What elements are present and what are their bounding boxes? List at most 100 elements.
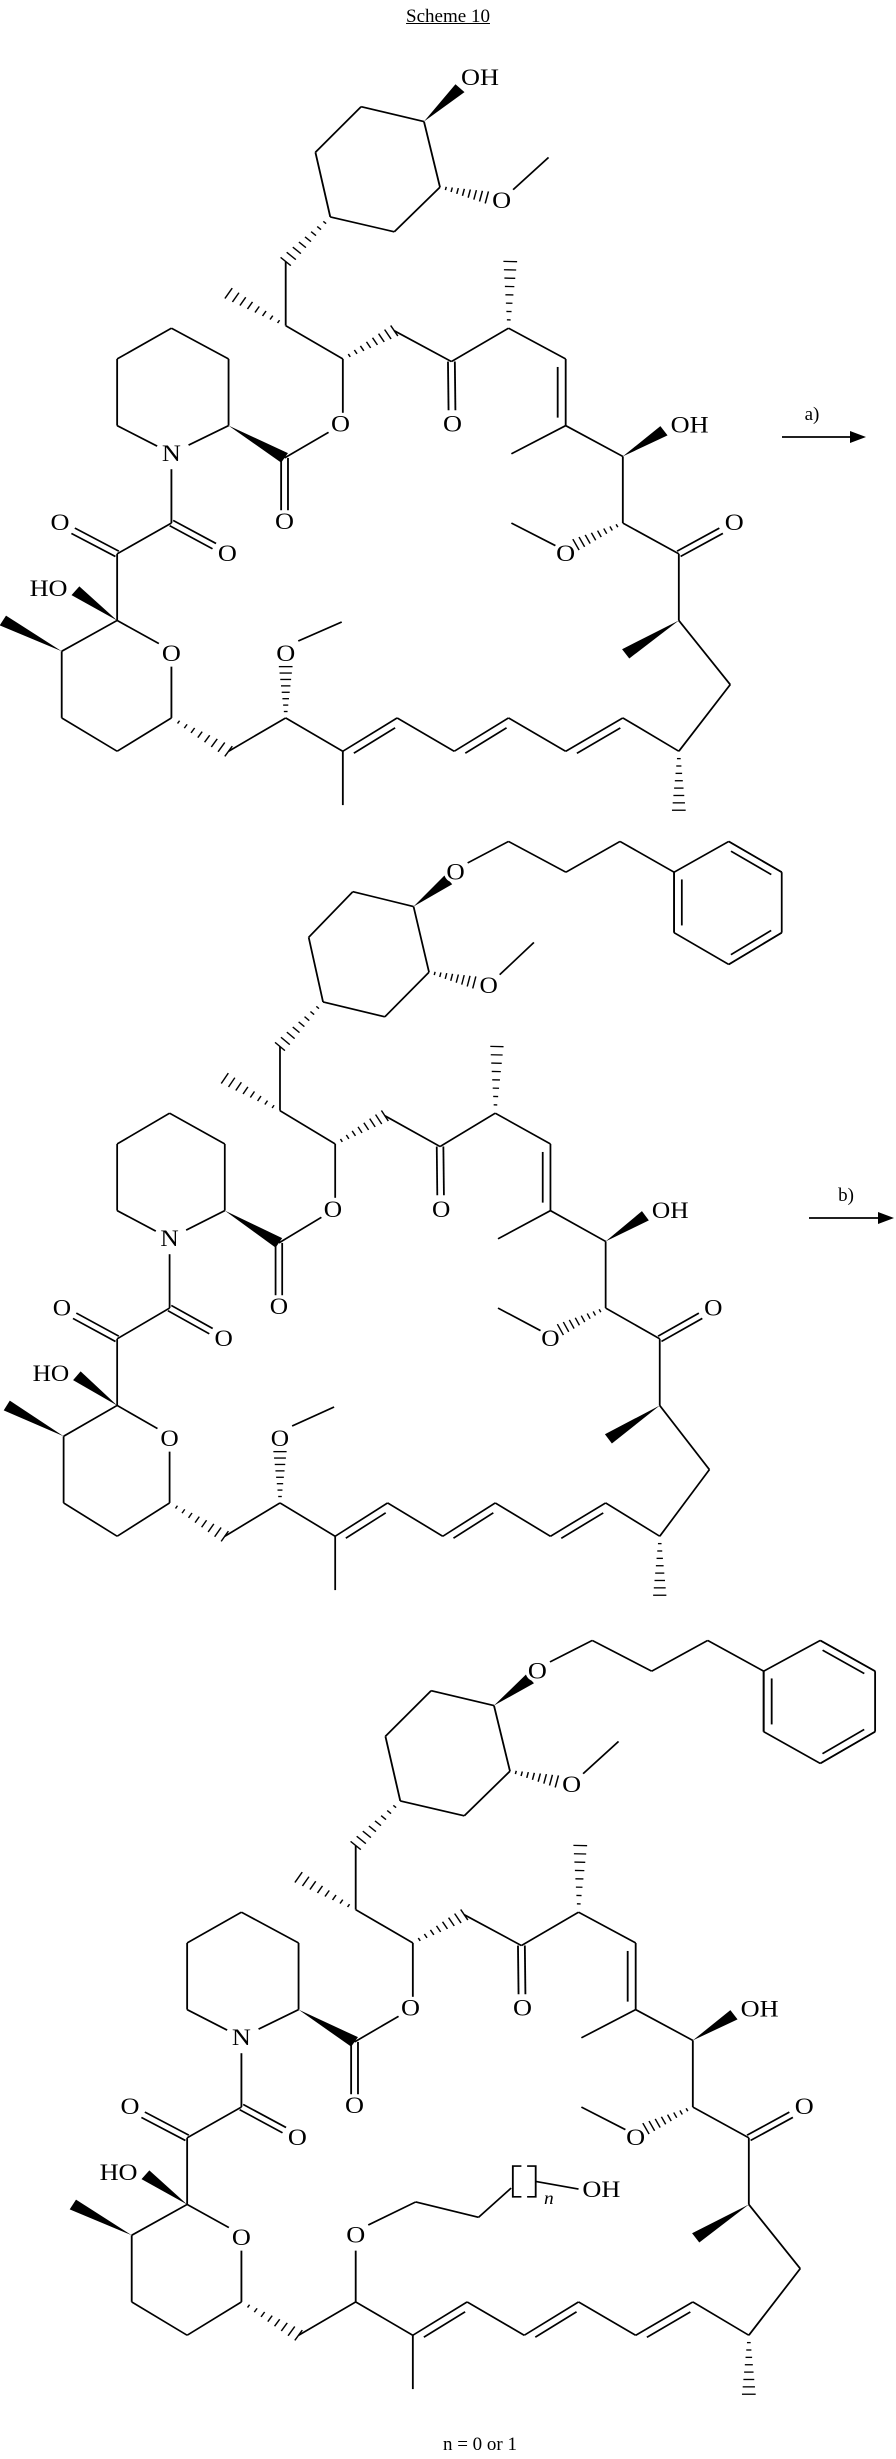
bond [117, 620, 159, 643]
bond [550, 1640, 592, 1662]
hash-stroke [468, 189, 470, 197]
atom-label: OH [671, 413, 709, 439]
bond [674, 841, 729, 872]
atom-label: OH [582, 2177, 620, 2203]
bond [171, 328, 228, 359]
bond [606, 1308, 660, 1339]
hash-stroke [189, 1513, 192, 1518]
bond [606, 1503, 660, 1536]
hash-stroke [288, 2326, 295, 2335]
hash-stroke [232, 293, 239, 302]
bond [187, 2302, 241, 2335]
atom-label: N [232, 2025, 251, 2051]
bond [623, 523, 679, 554]
bond [62, 620, 117, 651]
bond [550, 1503, 605, 1536]
hash-stroke [240, 297, 246, 305]
atom-label: O [443, 412, 462, 438]
bond [431, 1691, 494, 1706]
hashed-bond [178, 721, 233, 757]
wedge-bond [299, 2010, 358, 2047]
bond [385, 1691, 431, 1737]
hash-stroke [451, 974, 453, 981]
hash-stroke [317, 227, 321, 230]
hash-stroke [370, 1119, 375, 1127]
hash-stroke [668, 2115, 672, 2121]
hash-stroke [184, 724, 187, 728]
atom-label: N [160, 1226, 179, 1252]
atom-label: O [331, 412, 350, 438]
hash-stroke [305, 237, 311, 242]
bond [385, 1736, 400, 1801]
hash-stroke [198, 732, 202, 738]
bond [764, 1640, 821, 1671]
hashed-bond [434, 972, 476, 989]
atom-label: O [492, 188, 511, 214]
hash-stroke [178, 721, 180, 724]
hash-stroke [302, 1877, 309, 1886]
bond [708, 1640, 764, 1671]
bond [674, 933, 729, 965]
hash-stroke [225, 746, 232, 756]
hash-stroke [434, 972, 435, 975]
hash-stroke [268, 2316, 272, 2322]
wedge-bond [623, 426, 668, 456]
hashed-bond [176, 1506, 229, 1542]
hash-stroke [449, 1918, 455, 1926]
bond [451, 328, 508, 361]
repeat-bracket-left [513, 2166, 522, 2197]
hashed-bond [490, 1046, 503, 1105]
step-label-a: a) [805, 404, 820, 425]
atom-label: O [725, 510, 744, 536]
bond [117, 1405, 157, 1428]
bond [749, 2204, 800, 2268]
atom-label: O [218, 541, 237, 567]
wedge-bond [622, 620, 679, 658]
bond [693, 2302, 749, 2335]
bond [343, 718, 397, 751]
bond [525, 1945, 526, 1994]
hash-stroke [532, 1773, 534, 1780]
hashed-bond [515, 1771, 558, 1788]
hash-stroke [218, 742, 225, 751]
atom-label: O [432, 1197, 450, 1223]
hash-stroke [323, 221, 326, 223]
hash-stroke [195, 1517, 199, 1523]
hashed-bond [275, 1006, 319, 1050]
hash-stroke [243, 1087, 248, 1094]
bond [464, 1771, 510, 1816]
bond [132, 2204, 187, 2235]
bond [455, 361, 456, 410]
atom-label: OH [741, 1997, 779, 2023]
bond [498, 1308, 541, 1331]
hash-stroke [418, 1938, 420, 1941]
bond [187, 2204, 229, 2227]
hash-stroke [485, 191, 488, 203]
hash-stroke [430, 1930, 433, 1935]
hash-stroke [258, 1096, 261, 1101]
hashed-bond [248, 2305, 303, 2341]
hash-stroke [221, 1073, 228, 1083]
wedge-bond [605, 1405, 660, 1443]
hash-stroke [555, 1775, 558, 1787]
hash-stroke [393, 1805, 396, 1807]
bond [330, 217, 394, 232]
hashed-bond [348, 326, 398, 357]
hash-stroke [661, 2117, 665, 2125]
bond [652, 1640, 708, 1671]
atom-label: O [232, 2225, 251, 2251]
hash-stroke [563, 1322, 568, 1332]
bond [189, 426, 229, 445]
hash-stroke [263, 311, 267, 316]
hash-stroke [333, 1895, 337, 1900]
wedge-bond [229, 426, 288, 463]
bond [280, 1111, 335, 1144]
hash-stroke [515, 1771, 516, 1774]
hashed-bond [281, 221, 326, 265]
bond [679, 620, 730, 684]
hash-stroke [686, 2108, 688, 2111]
atom-label: O [270, 1294, 288, 1320]
wedge-bond [606, 1211, 649, 1241]
hashed-bond [503, 261, 517, 320]
product-compound: OOOOHOOOnOHOHOOONOO [70, 1640, 875, 2394]
